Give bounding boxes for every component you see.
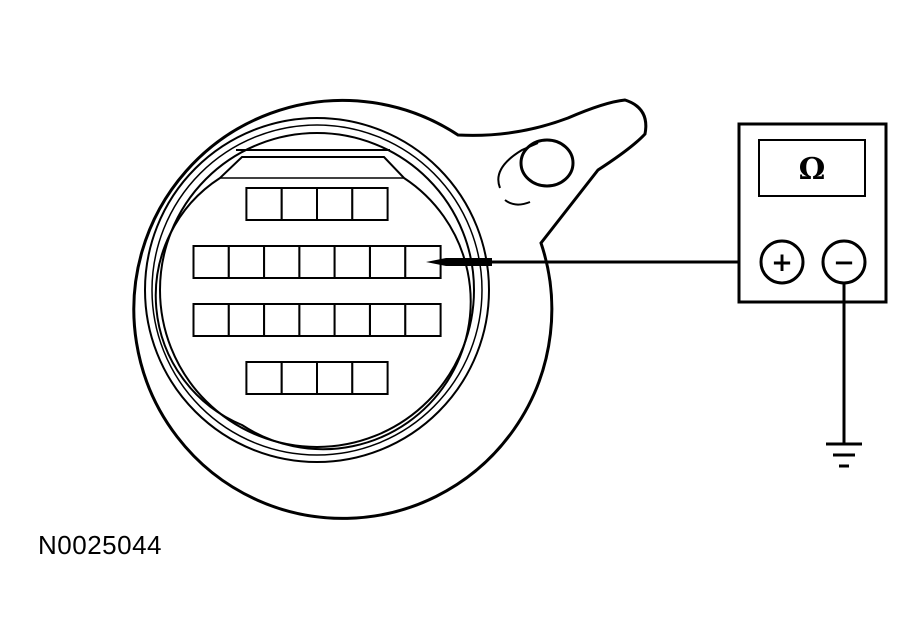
- lock-lever-grip: [497, 142, 539, 189]
- pin-cavity-row-3-7[interactable]: [404, 303, 442, 337]
- negative-terminal-label: −: [833, 248, 855, 278]
- connector-face-ring-inner: [159, 132, 475, 448]
- lock-lever-grip-edge: [504, 199, 531, 206]
- ohm-symbol-label: Ω: [799, 152, 826, 187]
- pin-cavity-row-2-2[interactable]: [227, 245, 266, 279]
- pin-cavity-row-3-3[interactable]: [263, 303, 301, 337]
- connector-face-insert: [154, 156, 472, 451]
- probe-tip[interactable]: [426, 258, 492, 266]
- positive-terminal[interactable]: [759, 239, 805, 285]
- pin-cavity-row-4-2[interactable]: [280, 361, 319, 395]
- pin-cavity-row-2-1[interactable]: [192, 245, 230, 279]
- connector-pin-cavities: [192, 187, 442, 395]
- ground-connection: [826, 283, 862, 468]
- pin-cavity-row-3-1[interactable]: [192, 303, 230, 337]
- pin-cavity-row-2-5[interactable]: [333, 245, 371, 279]
- test-probe: [426, 258, 760, 266]
- pin-cavity-row-1-2[interactable]: [280, 187, 319, 221]
- positive-terminal-label: +: [771, 248, 793, 278]
- connector-face-ring-outer: [144, 117, 490, 463]
- ohmmeter-display: [758, 139, 866, 197]
- pin-cavity-row-2-6[interactable]: [369, 245, 407, 279]
- figure-reference-number: N0025044: [38, 530, 162, 560]
- lock-lever-handle[interactable]: [519, 138, 575, 188]
- pin-cavity-row-1-4[interactable]: [351, 187, 389, 221]
- pin-cavity-row-3-4[interactable]: [298, 303, 336, 337]
- connector-face-ring-middle: [151, 124, 483, 456]
- pin-cavity-row-4-3[interactable]: [316, 361, 354, 395]
- pin-cavity-row-2-3[interactable]: [263, 245, 301, 279]
- pin-cavity-row-4-4[interactable]: [351, 361, 389, 395]
- pin-cavity-row-2-4[interactable]: [298, 245, 336, 279]
- pin-cavity-row-3-5[interactable]: [333, 303, 371, 337]
- pin-cavity-row-3-6[interactable]: [369, 303, 407, 337]
- pin-cavity-row-1-3[interactable]: [316, 187, 354, 221]
- pin-cavity-row-4-1[interactable]: [245, 361, 283, 395]
- ohmmeter: Ω + −: [737, 122, 888, 304]
- pin-cavity-row-3-2[interactable]: [227, 303, 266, 337]
- pin-cavity-row-1-1[interactable]: [245, 187, 283, 221]
